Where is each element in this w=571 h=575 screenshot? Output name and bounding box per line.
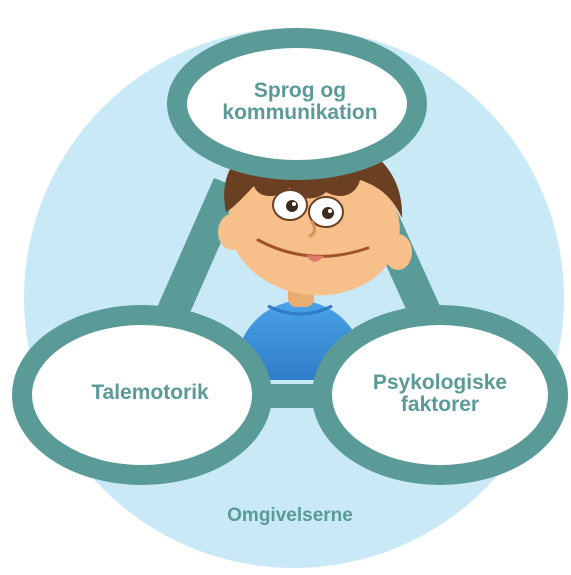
node-ring-right: [312, 305, 568, 485]
node-label-sprog-og-kommunikation: Sprog og kommunikation: [205, 79, 395, 125]
right-node-line2: faktorer: [400, 393, 480, 417]
environment-label-text: Omgivelserne: [227, 505, 353, 526]
node-ring-left: [12, 305, 272, 485]
left-node-label: Talemotorik: [91, 381, 209, 404]
environment-label: Omgivelserne: [190, 506, 390, 526]
node-ring-top: [167, 28, 427, 180]
node-label-talemotorik: Talemotorik: [55, 381, 245, 404]
right-node-line1: Psykologiske: [372, 371, 508, 394]
top-node-line2: kommunikation: [222, 101, 378, 125]
top-node-line1: Sprog og: [253, 79, 347, 102]
node-label-psykologiske-faktorer: Psykologiske faktorer: [345, 371, 535, 417]
